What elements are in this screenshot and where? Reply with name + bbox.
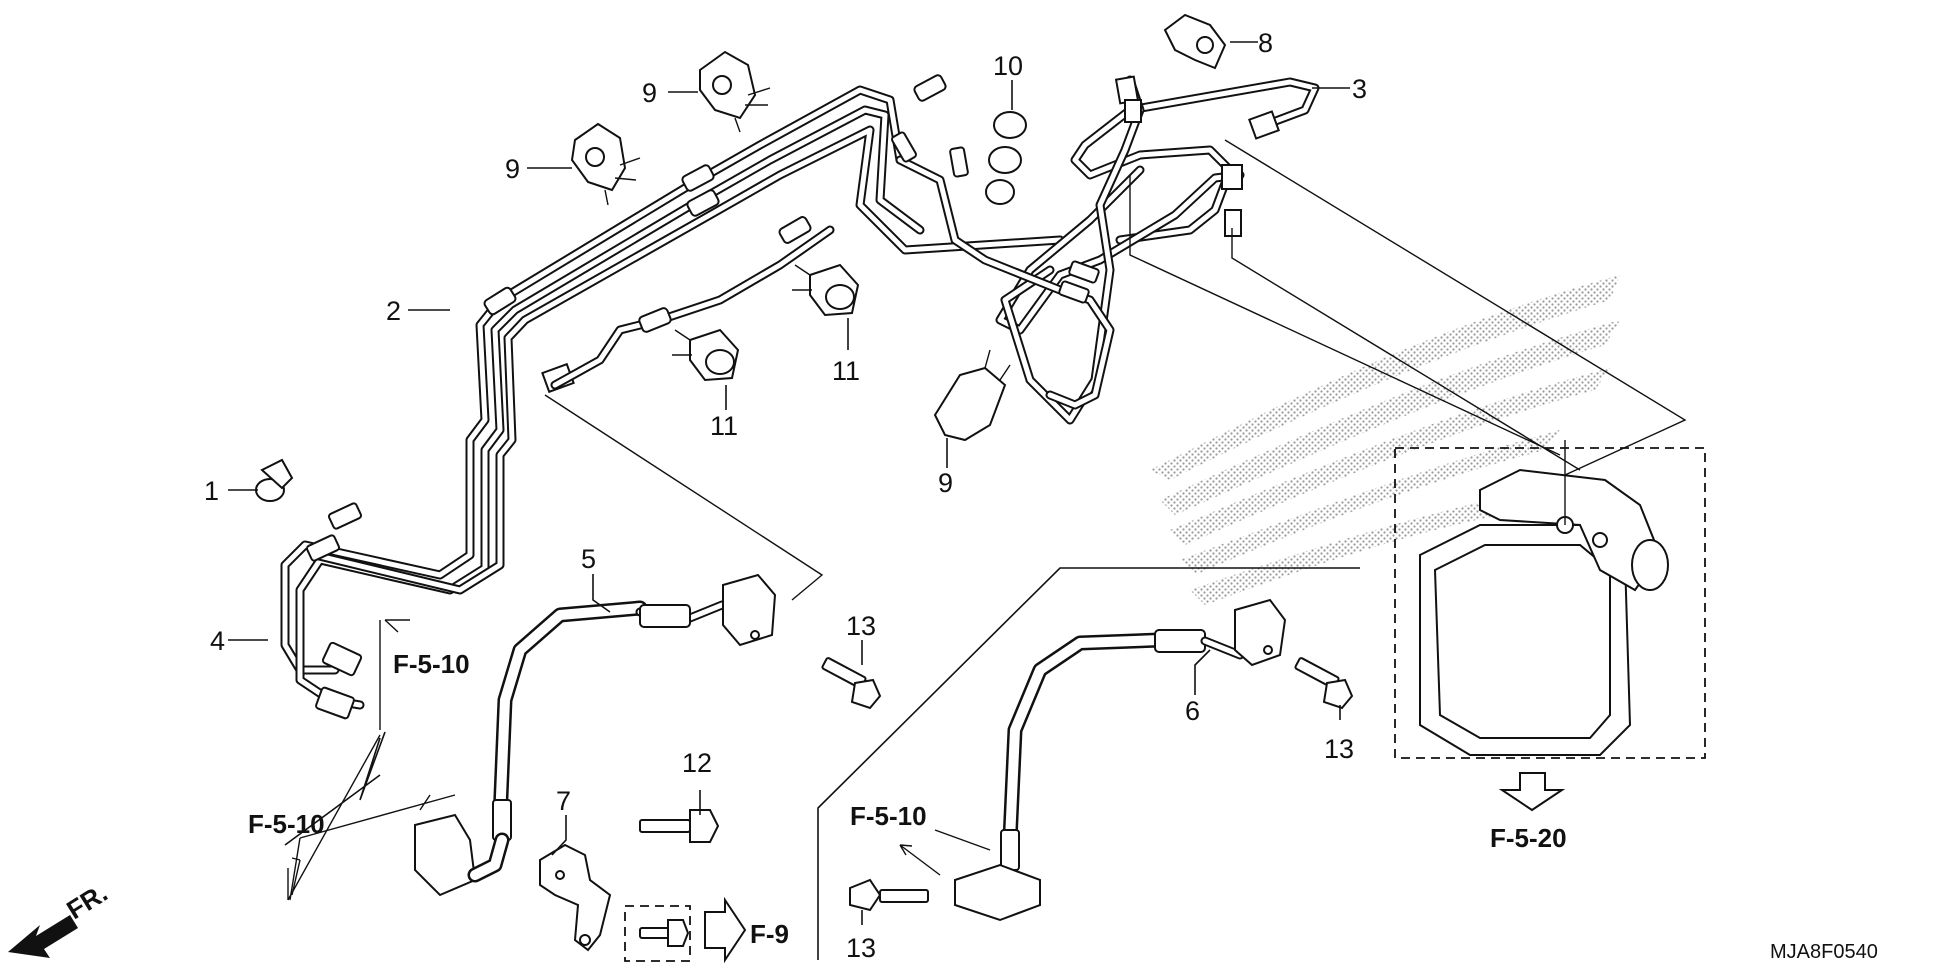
- bolt-f9-box: [624, 905, 691, 962]
- callout-5: 5: [581, 544, 596, 574]
- reference-f-5-10-center[interactable]: F-5-10: [850, 801, 927, 831]
- clamp-1: [255, 458, 294, 502]
- callout-2: 2: [386, 296, 401, 326]
- clamp-11-right: [792, 263, 860, 317]
- brake-pipe-3: [541, 75, 1320, 425]
- diagram-code: MJA8F0540: [1770, 941, 1878, 963]
- clamp-9-top: [699, 50, 771, 133]
- callout-3: 3: [1352, 74, 1367, 104]
- clamp-10: [985, 111, 1027, 205]
- bracket-7: [539, 843, 612, 952]
- bolt-13-bottom: [849, 878, 929, 912]
- callout-13-right: 13: [1324, 734, 1354, 764]
- reference-f-5-10-left[interactable]: F-5-10: [393, 649, 470, 679]
- callout-13-bottom: 13: [846, 933, 876, 963]
- brake-pipe-branch: [550, 216, 835, 390]
- callout-9-bottom: 9: [938, 468, 953, 498]
- callout-9-left: 9: [505, 154, 520, 184]
- clamp-11-left: [672, 328, 740, 382]
- clamp-9-left: [570, 122, 641, 206]
- callout-13-left: 13: [846, 611, 876, 641]
- front-arrow-icon: [8, 915, 78, 958]
- honda-wing-watermark-icon: [1150, 275, 1620, 605]
- brake-pipe-2: [280, 74, 1065, 710]
- reference-f-9[interactable]: F-9: [750, 919, 789, 949]
- brake-hose-5: [414, 573, 777, 897]
- callout-4: 4: [210, 626, 225, 656]
- bolt-12: [639, 809, 720, 843]
- clamp-8: [1163, 13, 1227, 70]
- callout-12: 12: [682, 748, 712, 778]
- callout-8: 8: [1258, 28, 1273, 58]
- callout-6: 6: [1185, 696, 1200, 726]
- clamp-9-bottom: [933, 349, 1011, 442]
- leader-lines: [228, 41, 1687, 960]
- reference-f-5-10-bottom-left[interactable]: F-5-10: [248, 809, 325, 839]
- callout-11-right: 11: [832, 356, 860, 386]
- reference-arrow-icon: [291, 619, 1566, 964]
- brake-pipe-4: [306, 502, 363, 720]
- brake-hose-6: [954, 598, 1287, 922]
- callout-9-top: 9: [642, 78, 657, 108]
- bolt-13-left: [821, 657, 882, 710]
- bolt-13-right: [1294, 657, 1354, 710]
- callout-10: 10: [993, 51, 1023, 81]
- abs-modulator: [1394, 447, 1706, 759]
- callout-1: 1: [204, 476, 219, 506]
- callout-7: 7: [556, 786, 571, 816]
- callout-11-left: 11: [710, 411, 738, 441]
- reference-f-5-20[interactable]: F-5-20: [1490, 823, 1567, 853]
